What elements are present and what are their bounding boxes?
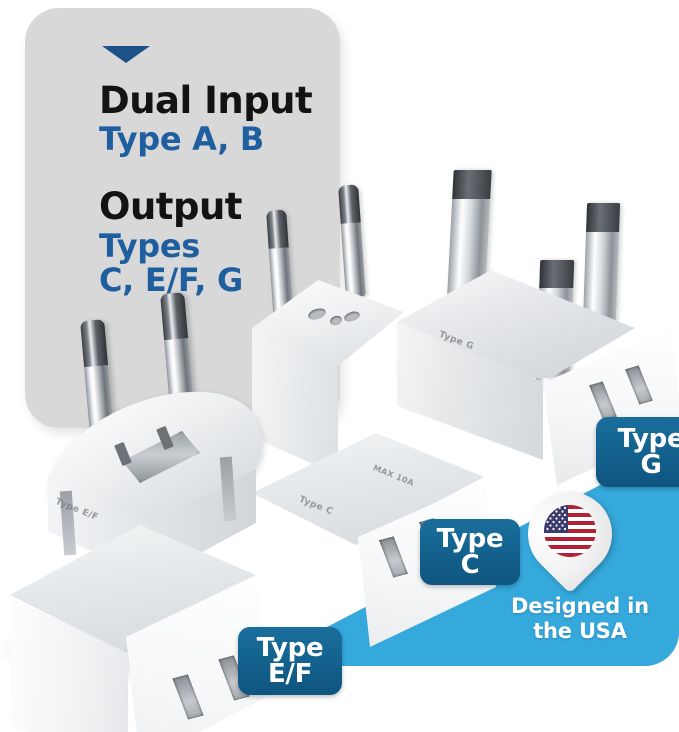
badge-line1: Type	[436, 524, 504, 554]
output-value-line2: C, E/F, G	[99, 260, 243, 299]
pin-tip	[338, 184, 361, 224]
usa-caption-line1: Designed in	[511, 594, 649, 618]
uk-pin-neutral	[582, 203, 621, 323]
plug-type-c: Type C MAX 10A	[252, 184, 532, 647]
input-heading: Dual Input	[99, 79, 313, 122]
badge-type-g: Type G	[596, 417, 679, 487]
input-value: Type A, B	[99, 120, 264, 158]
us-flag-svg	[544, 505, 596, 557]
badge-line1: Type	[617, 424, 679, 454]
triangle-down-icon	[102, 46, 150, 63]
badge-type-c: Type C	[420, 519, 520, 585]
map-pin-usa-flag-icon	[510, 474, 630, 594]
plug-type-ef: Type E/F	[0, 195, 300, 732]
badge-line2: E/F	[267, 659, 313, 689]
pin-tip	[586, 203, 621, 232]
designed-in-usa-block: Designed in the USA	[500, 474, 660, 644]
europlug-pin-right	[338, 184, 366, 298]
badge-line2: C	[460, 550, 480, 580]
badge-line2: G	[640, 450, 662, 480]
badge-line1: Type	[256, 633, 324, 663]
pin-tip	[160, 292, 189, 341]
us-flag-icon	[544, 505, 596, 557]
pin-tip	[539, 260, 575, 289]
designed-in-usa-caption: Designed in the USA	[500, 594, 660, 644]
usa-caption-line2: the USA	[533, 618, 627, 643]
output-heading: Output	[99, 185, 243, 228]
pin-tip	[80, 319, 109, 368]
output-value-line1: Types	[99, 227, 201, 265]
output-value: Types C, E/F, G	[99, 227, 243, 299]
badge-type-ef: Type E/F	[238, 627, 342, 695]
